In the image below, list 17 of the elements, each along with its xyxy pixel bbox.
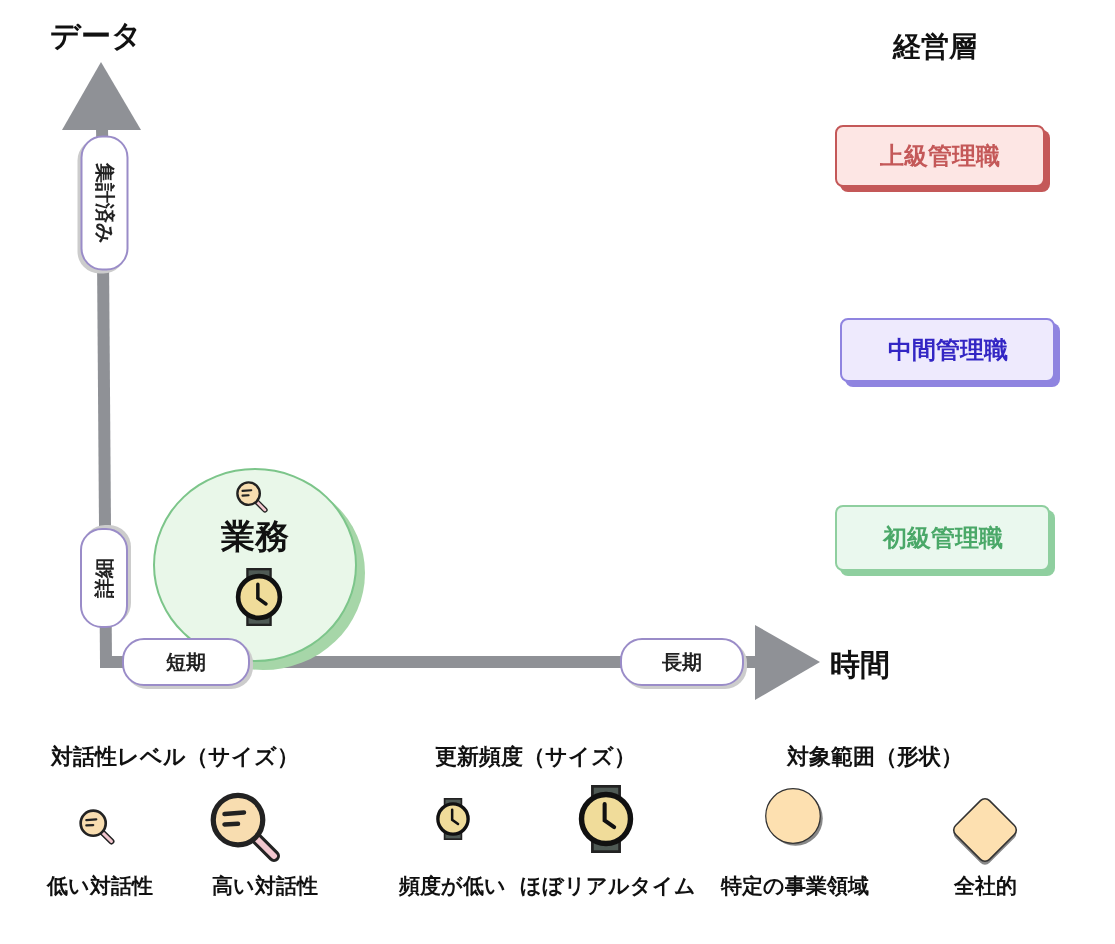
legend-label: 頻度が低い xyxy=(399,873,506,900)
axis-tick-label: 集計済み xyxy=(80,135,128,270)
axis-title: 時間 xyxy=(830,646,890,684)
legend-label: 特定の事業領域 xyxy=(721,873,869,900)
legend-heading: 更新頻度（サイズ） xyxy=(434,743,636,771)
node-text: 業務 xyxy=(220,515,290,558)
legend-label: ほぼリアルタイム xyxy=(519,873,696,900)
axis-tick-label: 短期 xyxy=(122,638,250,686)
axis-tick-label: 詳細 xyxy=(80,528,128,628)
legend-label: 全社的 xyxy=(953,873,1017,900)
legend-label: 低い対話性 xyxy=(47,873,153,900)
legend-heading: 対話性レベル（サイズ） xyxy=(51,743,299,771)
legend-heading: 対象範囲（形状） xyxy=(787,743,963,771)
heading: 経営層 xyxy=(893,29,977,65)
axis-tick-label: 長期 xyxy=(620,638,744,686)
legend-label: 高い対話性 xyxy=(212,873,318,900)
axis-title: データ xyxy=(50,17,142,55)
